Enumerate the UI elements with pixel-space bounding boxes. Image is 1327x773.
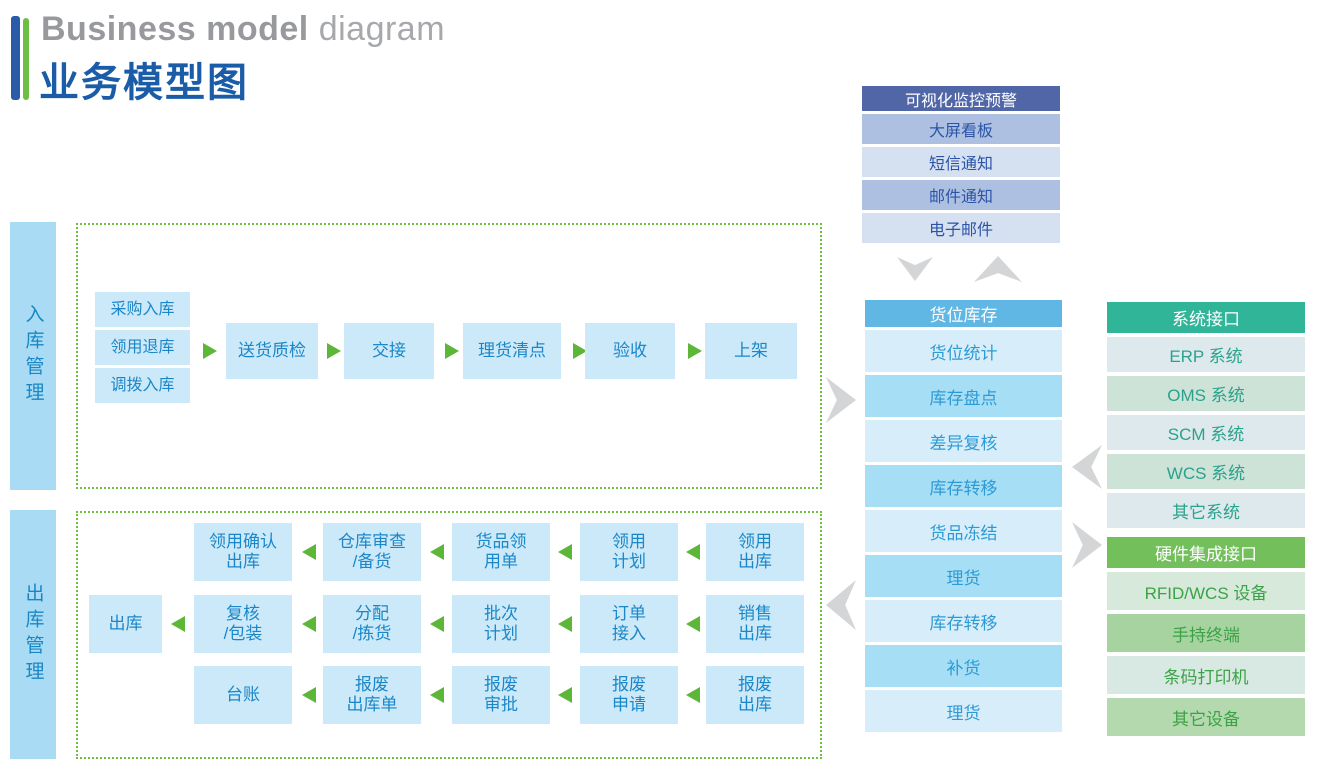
inbound-section-frame [76, 223, 822, 489]
hardware-interface-item: RFID/WCS 设备 [1107, 572, 1305, 610]
title-accent-bar-blue [11, 16, 20, 100]
flow-arrow-left-icon [1072, 445, 1102, 489]
inbound-flow-box: 上架 [705, 323, 797, 379]
outbound-flow-box: 出库 [89, 595, 162, 653]
outbound-flow-box: 仓库审查 /备货 [323, 523, 421, 581]
outbound-flow-box: 复核 /包装 [194, 595, 292, 653]
hardware-interface-item: 其它设备 [1107, 698, 1305, 736]
inbound-source-box: 调拨入库 [95, 368, 190, 403]
outbound-flow-box: 领用 出库 [706, 523, 804, 581]
system-interface-item: ERP 系统 [1107, 337, 1305, 372]
hardware-interface-panel-header: 硬件集成接口 [1107, 537, 1305, 568]
hardware-interface-panel: 硬件集成接口 RFID/WCS 设备 手持终端 条码打印机 其它设备 [1107, 537, 1305, 736]
page-title-english: Business model diagram [41, 10, 445, 49]
monitor-panel-item: 大屏看板 [862, 114, 1060, 144]
inventory-panel-item: 理货 [865, 555, 1062, 597]
inventory-panel-item: 补货 [865, 645, 1062, 687]
monitor-panel: 可视化监控预警 大屏看板 短信通知 邮件通知 电子邮件 [862, 86, 1060, 243]
inbound-flow-box: 理货清点 [463, 323, 561, 379]
monitor-panel-item: 电子邮件 [862, 213, 1060, 243]
page-title-english-light: diagram [308, 10, 446, 48]
system-interface-item: 其它系统 [1107, 493, 1305, 528]
outbound-flow-box: 报废 出库单 [323, 666, 421, 724]
inventory-panel-item: 货位统计 [865, 330, 1062, 372]
system-interface-item: WCS 系统 [1107, 454, 1305, 489]
inbound-section-label: 入库管理 [10, 222, 56, 490]
flow-arrow-left-icon [826, 580, 856, 630]
outbound-flow-box: 报废 出库 [706, 666, 804, 724]
inbound-section-label-text: 入库管理 [22, 304, 44, 408]
title-accent-bar-green [23, 18, 29, 100]
page-title-chinese: 业务模型图 [39, 61, 249, 105]
outbound-flow-box: 销售 出库 [706, 595, 804, 653]
inbound-source-box: 领用退库 [95, 330, 190, 365]
page-title-english-bold: Business model [41, 10, 309, 48]
hardware-interface-item: 条码打印机 [1107, 656, 1305, 694]
inventory-panel-item: 库存转移 [865, 465, 1062, 507]
outbound-section-label: 出库管理 [10, 510, 56, 759]
outbound-flow-box: 领用确认 出库 [194, 523, 292, 581]
outbound-flow-box: 批次 计划 [452, 595, 550, 653]
inventory-panel-item: 理货 [865, 690, 1062, 732]
inventory-panel-header: 货位库存 [865, 300, 1062, 327]
hardware-interface-item: 手持终端 [1107, 614, 1305, 652]
outbound-flow-box: 报废 申请 [580, 666, 678, 724]
outbound-flow-box: 分配 /拣货 [323, 595, 421, 653]
monitor-panel-item: 邮件通知 [862, 180, 1060, 210]
flow-arrow-right-icon [826, 377, 856, 423]
inventory-panel-item: 货品冻结 [865, 510, 1062, 552]
inventory-panel-item: 差异复核 [865, 420, 1062, 462]
outbound-flow-box: 订单 接入 [580, 595, 678, 653]
outbound-flow-box: 领用 计划 [580, 523, 678, 581]
system-interface-item: SCM 系统 [1107, 415, 1305, 450]
inbound-source-box: 采购入库 [95, 292, 190, 327]
monitor-panel-item: 短信通知 [862, 147, 1060, 177]
inventory-panel: 货位库存 货位统计 库存盘点 差异复核 库存转移 货品冻结 理货 库存转移 补货… [865, 300, 1062, 732]
outbound-flow-box: 台账 [194, 666, 292, 724]
system-interface-panel-header: 系统接口 [1107, 302, 1305, 333]
flow-arrow-right-icon [1072, 522, 1102, 568]
outbound-flow-box: 报废 审批 [452, 666, 550, 724]
outbound-flow-box: 货品领 用单 [452, 523, 550, 581]
monitor-panel-header: 可视化监控预警 [862, 86, 1060, 111]
inbound-flow-box: 送货质检 [226, 323, 318, 379]
system-interface-panel: 系统接口 ERP 系统 OMS 系统 SCM 系统 WCS 系统 其它系统 [1107, 302, 1305, 528]
inbound-flow-box: 验收 [585, 323, 675, 379]
flow-arrow-up-icon [974, 256, 1022, 282]
system-interface-item: OMS 系统 [1107, 376, 1305, 411]
inbound-flow-box: 交接 [344, 323, 434, 379]
inventory-panel-item: 库存盘点 [865, 375, 1062, 417]
inventory-panel-item: 库存转移 [865, 600, 1062, 642]
outbound-section-label-text: 出库管理 [22, 582, 44, 687]
outbound-section-frame [76, 511, 822, 759]
flow-arrow-down-icon [897, 257, 933, 281]
